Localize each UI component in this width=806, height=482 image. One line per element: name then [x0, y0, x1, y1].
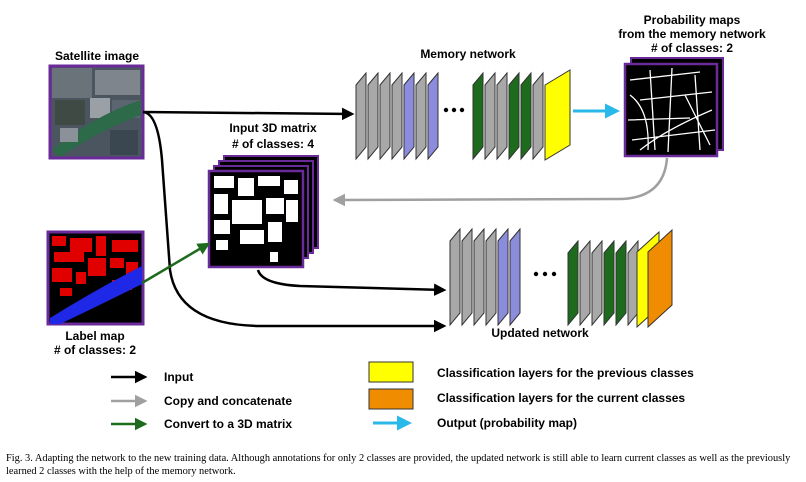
updated-network-title: Updated network	[491, 326, 589, 340]
updated-network-layers	[449, 227, 673, 329]
legend-previous-classes-label: Classification layers for the previous c…	[437, 366, 694, 380]
convert-arrow	[141, 242, 211, 285]
copy-concatenate-arrow	[332, 157, 669, 207]
legend-copy-label: Copy and concatenate	[164, 394, 292, 408]
legend-previous-classes-swatch	[368, 361, 414, 383]
probability-maps-title: Probability maps	[644, 13, 741, 27]
legend: Input Copy and concatenate Convert to a …	[111, 361, 694, 431]
legend-input-label: Input	[164, 370, 193, 384]
input-arrow-to-memory	[142, 107, 355, 121]
legend-current-classes-label: Classification layers for the current cl…	[437, 391, 685, 405]
input-matrix-title: Input 3D matrix	[229, 121, 317, 135]
label-map-image	[46, 230, 145, 326]
legend-current-classes-swatch	[368, 388, 414, 410]
label-map-classes: # of classes: 2	[54, 343, 136, 357]
satellite-image-title: Satellite image	[55, 49, 139, 63]
probability-maps-classes: # of classes: 2	[651, 41, 733, 55]
probability-maps-subtitle: from the memory network	[618, 27, 766, 41]
satellite-image	[48, 64, 145, 160]
legend-output-label: Output (probability map)	[437, 416, 577, 430]
figure-caption: Fig. 3. Adapting the network to the new …	[6, 453, 791, 477]
label-map-title: Label map	[65, 329, 124, 343]
input-matrix-stack	[207, 155, 319, 269]
input-arrow-matrix-to-updated	[256, 269, 447, 296]
probability-maps-stack	[623, 57, 724, 158]
legend-convert-label: Convert to a 3D matrix	[164, 417, 292, 431]
input-matrix-classes: # of classes: 4	[232, 137, 314, 151]
memory-network-title: Memory network	[420, 47, 516, 61]
input-arrow-to-updated	[142, 110, 447, 333]
memory-network-layers	[355, 69, 571, 161]
